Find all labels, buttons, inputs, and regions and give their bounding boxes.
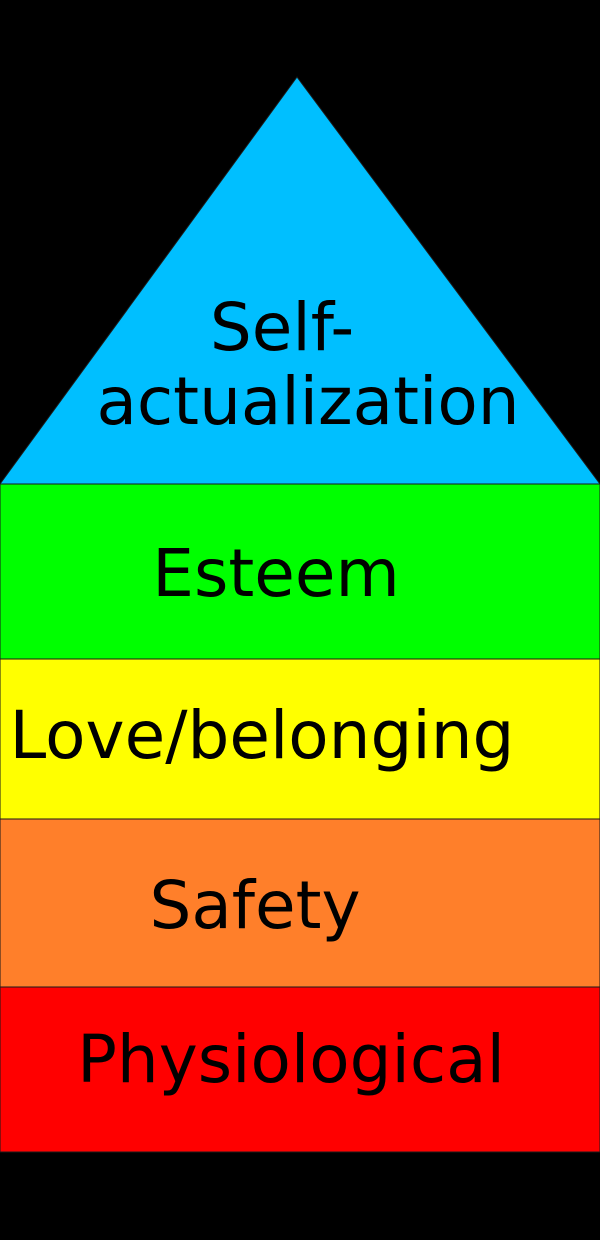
level-esteem-band: [0, 483, 600, 660]
level-self-actualization-label-line-2: actualization: [96, 363, 519, 440]
level-self-actualization: Self- actualization: [0, 76, 600, 485]
level-physiological: Physiological: [0, 986, 600, 1153]
level-self-actualization-label-line-1: Self-: [210, 289, 354, 366]
level-physiological-label: Physiological: [77, 1021, 505, 1098]
level-esteem-label: Esteem: [152, 535, 399, 612]
level-love-belonging-label: Love/belonging: [10, 697, 515, 774]
level-love-belonging: Love/belonging: [0, 658, 600, 820]
level-esteem: Esteem: [0, 483, 600, 660]
level-safety-label: Safety: [149, 867, 360, 944]
level-love-belonging-band: [0, 658, 600, 820]
level-safety: Safety: [0, 818, 600, 988]
level-physiological-band: [0, 986, 600, 1153]
